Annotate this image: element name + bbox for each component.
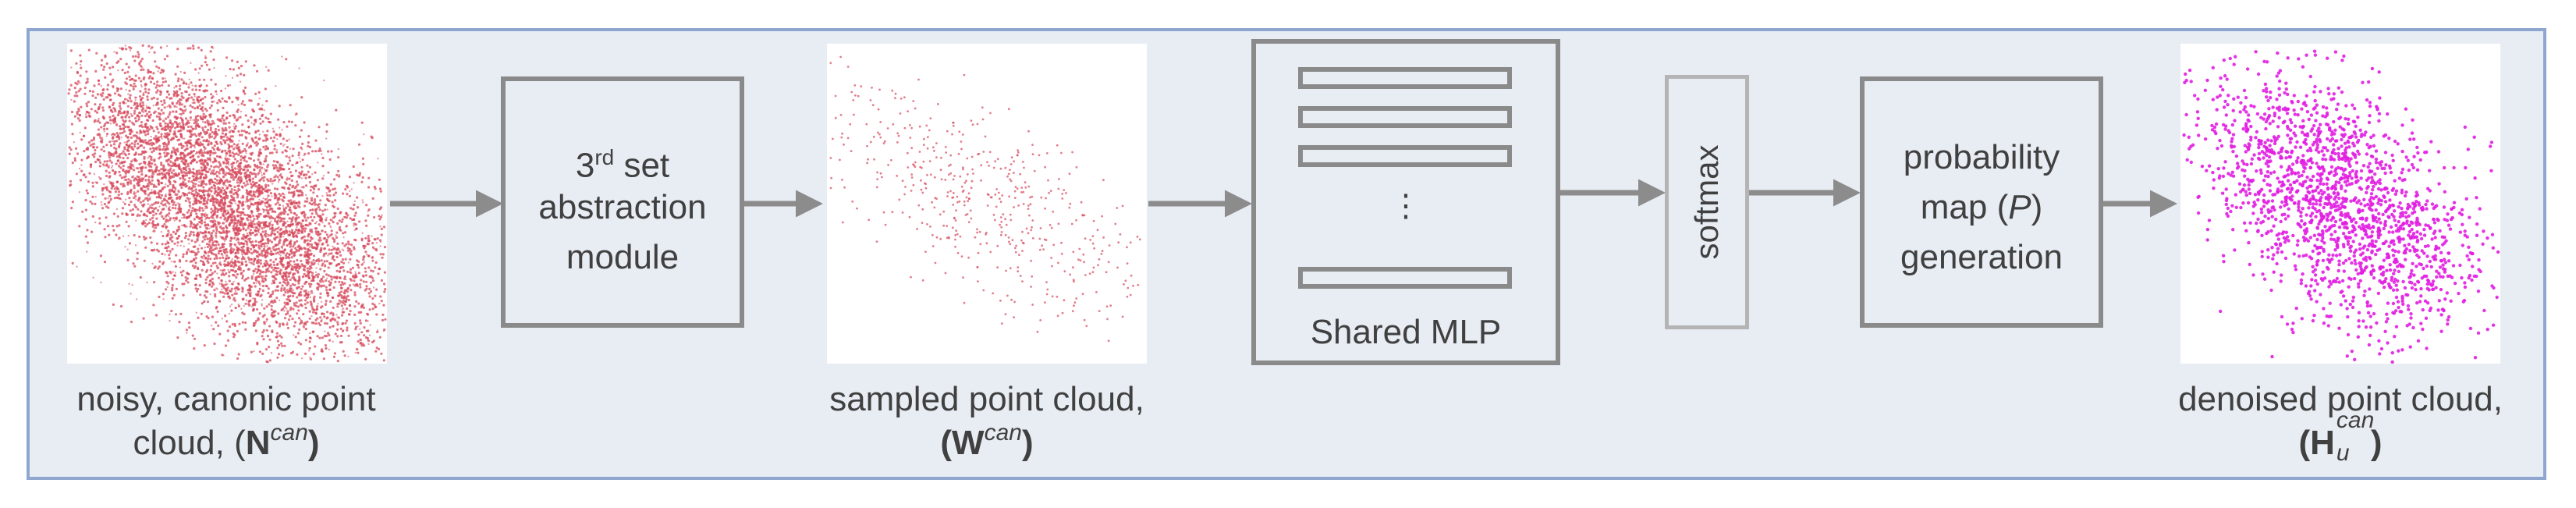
pm-close-paren: ) bbox=[2031, 188, 2043, 226]
noisy-symbol: N bbox=[245, 424, 271, 462]
set-abstraction-line2: abstraction bbox=[538, 188, 707, 226]
sampled-caption-line1: sampled point cloud, bbox=[829, 380, 1144, 418]
noisy-superscript: can bbox=[270, 420, 308, 446]
shared-mlp-label: Shared MLP bbox=[1310, 313, 1502, 351]
sampled-point-cloud bbox=[829, 55, 1141, 343]
denoised-scripts: can u bbox=[2335, 409, 2374, 465]
noisy-point-cloud bbox=[67, 44, 387, 364]
softmax-label: softmax bbox=[1688, 144, 1725, 260]
mlp-layer-bar bbox=[1298, 106, 1512, 128]
sampled-symbol: W bbox=[952, 424, 985, 462]
probability-map-line1: probability bbox=[1903, 138, 2060, 176]
sampled-caption: sampled point cloud, (Wcan) bbox=[780, 378, 1194, 469]
denoised-point-cloud-panel bbox=[2180, 44, 2500, 364]
noisy-caption-prefix: cloud, ( bbox=[133, 424, 246, 462]
denoised-superscript: can bbox=[2336, 407, 2375, 434]
probability-map-line3: generation bbox=[1900, 238, 2063, 276]
sa-ordinal: 3 bbox=[575, 146, 595, 185]
probability-map-box: probability map (P) generation bbox=[1860, 76, 2103, 328]
pm-map-word: map ( bbox=[1920, 188, 2009, 226]
mlp-layer-bar bbox=[1298, 267, 1512, 289]
set-abstraction-module-box: 3rd set abstraction module bbox=[501, 76, 744, 328]
denoised-subscript: u bbox=[2336, 440, 2350, 467]
sampled-caption-line2: (Wcan) bbox=[780, 420, 1194, 469]
set-abstraction-line1: 3rd set bbox=[506, 133, 740, 191]
softmax-box: softmax bbox=[1665, 75, 1749, 329]
noisy-caption: noisy, canonic point cloud, (Ncan) bbox=[31, 378, 421, 469]
denoised-symbol: H bbox=[2310, 424, 2335, 462]
sampled-point-cloud-panel bbox=[827, 44, 1147, 364]
noisy-caption-line2: cloud, (Ncan) bbox=[31, 420, 421, 469]
shared-mlp-box: ⋮ Shared MLP bbox=[1251, 39, 1560, 365]
sampled-superscript: can bbox=[984, 420, 1022, 446]
mlp-ellipsis: ⋮ bbox=[1390, 189, 1421, 223]
probability-map-line2: map (P) bbox=[1865, 183, 2099, 233]
sa-set-word: set bbox=[614, 146, 670, 185]
mlp-layer-bar bbox=[1298, 67, 1512, 89]
denoised-open-paren: ( bbox=[2298, 424, 2311, 462]
denoised-point-cloud bbox=[2182, 49, 2500, 364]
noisy-point-cloud-panel bbox=[67, 44, 387, 364]
pm-symbol: P bbox=[2008, 188, 2031, 226]
denoised-close-paren: ) bbox=[2370, 424, 2383, 462]
sampled-close-paren: ) bbox=[1021, 424, 1034, 462]
denoised-caption-line1: denoised point cloud, bbox=[2178, 380, 2503, 418]
noisy-caption-line1: noisy, canonic point bbox=[76, 380, 376, 418]
noisy-close-paren: ) bbox=[307, 424, 320, 462]
mlp-layer-bar bbox=[1298, 145, 1512, 167]
set-abstraction-line3: module bbox=[566, 238, 679, 276]
sampled-open-paren: ( bbox=[940, 424, 953, 462]
sa-ordinal-suffix: rd bbox=[594, 145, 615, 169]
